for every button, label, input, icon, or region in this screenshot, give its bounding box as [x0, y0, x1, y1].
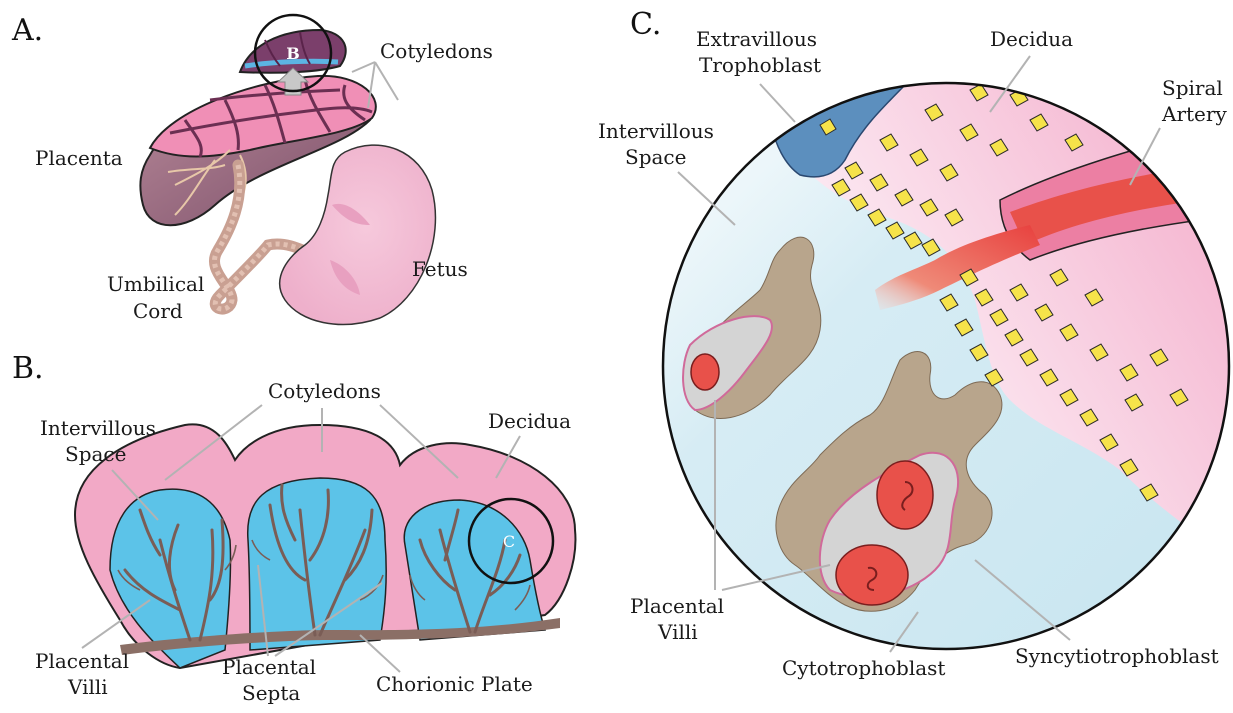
label-a-fetus: Fetus: [412, 257, 468, 281]
panel-b-label: B.: [12, 351, 44, 386]
label-c-syncytiotrophoblast: Syncytiotrophoblast: [1015, 644, 1219, 668]
label-b-cotyledons: Cotyledons: [268, 379, 381, 403]
label-c-extravillous-1: Extravillous: [696, 27, 817, 51]
label-b-villi-1: Placental: [35, 649, 129, 673]
panel-a-label: A.: [11, 13, 43, 48]
label-c-spiral-2: Artery: [1161, 102, 1227, 126]
label-c-intervillous-2: Space: [625, 145, 686, 169]
label-b-septa-2: Septa: [242, 681, 300, 705]
label-c-villi-2: Villi: [657, 620, 698, 644]
label-c-villi-1: Placental: [630, 594, 724, 618]
cotyledon-cross-section: [75, 424, 575, 668]
label-b-septa-1: Placental: [222, 655, 316, 679]
label-b-villi-2: Villi: [67, 675, 108, 699]
label-a-umbilical-2: Cord: [133, 299, 183, 323]
label-b-intervillous-1: Intervillous: [40, 416, 156, 440]
label-b-chorionic: Chorionic Plate: [376, 672, 533, 696]
label-a-placenta: Placenta: [35, 146, 123, 170]
label-a-umbilical-1: Umbilical: [107, 272, 204, 296]
label-c-intervillous-1: Intervillous: [598, 119, 714, 143]
label-c-decidua: Decidua: [990, 27, 1073, 51]
circle-marker-b: B: [286, 44, 300, 63]
label-c-extravillous-2: Trophoblast: [699, 53, 821, 77]
circle-marker-c: C: [503, 532, 515, 551]
label-b-intervillous-2: Space: [65, 442, 126, 466]
label-a-cotyledons: Cotyledons: [380, 39, 493, 63]
label-b-decidua: Decidua: [488, 409, 571, 433]
fetus-shape: [280, 145, 436, 324]
label-c-spiral-1: Spiral: [1162, 76, 1223, 100]
panel-c-label: C.: [630, 7, 661, 42]
label-c-cytotrophoblast: Cytotrophoblast: [782, 656, 945, 680]
